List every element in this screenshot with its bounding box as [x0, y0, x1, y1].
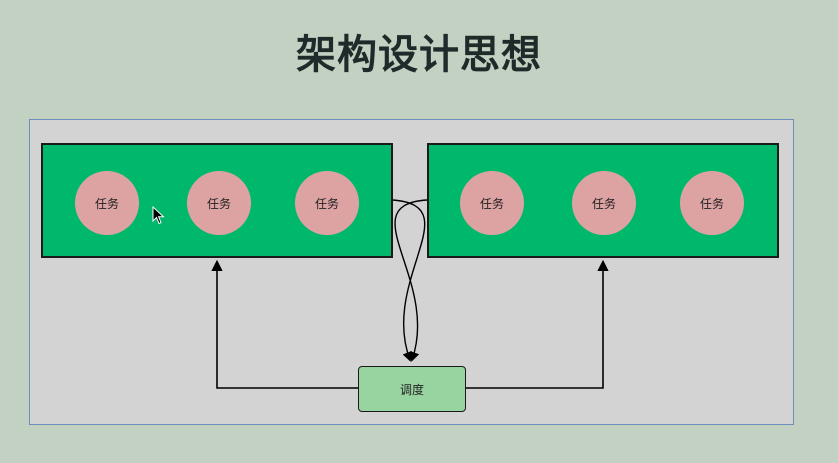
- mouse-pointer-icon: [152, 206, 165, 225]
- task-group-2: 任务 任务 任务: [427, 143, 779, 258]
- slide-title: 架构设计思想: [296, 32, 542, 78]
- task-node: 任务: [75, 171, 139, 235]
- group-2-to-scheduler-curve: [394, 199, 428, 362]
- task-node: 任务: [680, 171, 744, 235]
- task-node: 任务: [187, 171, 251, 235]
- task-group-1: 任务 任务 任务: [41, 143, 393, 258]
- task-node: 任务: [460, 171, 524, 235]
- task-node: 任务: [572, 171, 636, 235]
- scheduler-to-group-2-arrow: [466, 259, 609, 389]
- scheduler-node: 调度: [358, 366, 466, 412]
- group-1-to-scheduler-curve: [391, 199, 426, 362]
- task-node: 任务: [295, 171, 359, 235]
- scheduler-to-group-1-arrow: [211, 259, 358, 389]
